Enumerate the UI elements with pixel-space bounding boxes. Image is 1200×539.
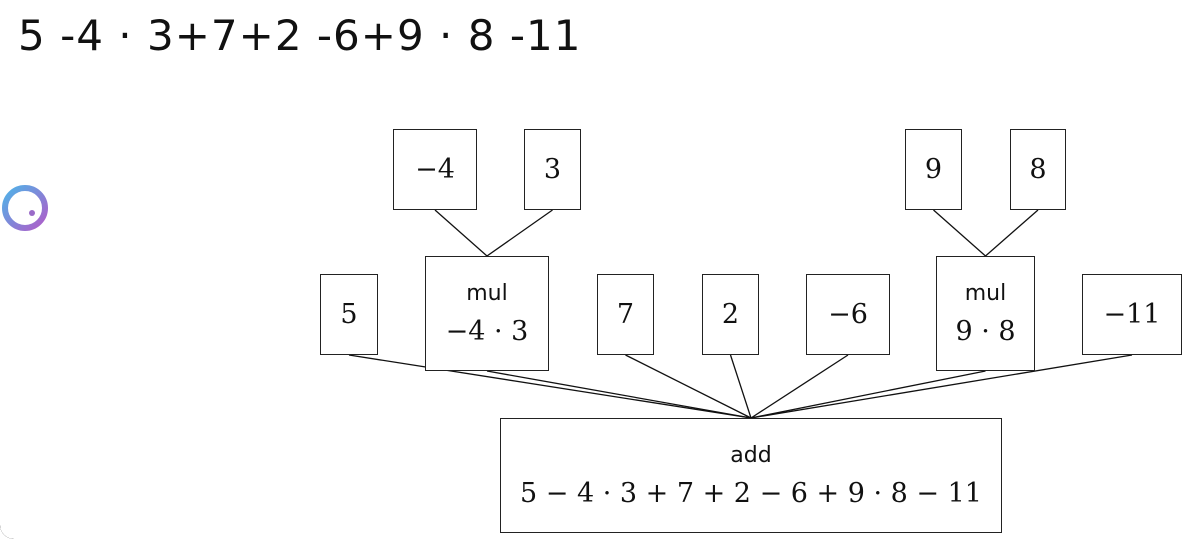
node-operator: add xyxy=(730,442,772,468)
node-value: 5 − 4 · 3 + 7 + 2 − 6 + 9 · 8 − 11 xyxy=(519,477,982,509)
node-value: −4 xyxy=(415,154,455,185)
edge-n-neg6-to-add-root xyxy=(750,354,849,419)
loading-spinner-icon xyxy=(2,185,48,231)
node-mul-2: mul 9 · 8 xyxy=(936,256,1035,371)
node-neg11: −11 xyxy=(1082,274,1182,355)
node-operator: mul xyxy=(964,280,1007,306)
node-value: 5 xyxy=(340,299,358,330)
node-2: 2 xyxy=(702,274,759,355)
edge-n-8-to-mul-2 xyxy=(985,209,1039,257)
edge-n-neg11-to-add-root xyxy=(750,354,1133,419)
edge-n-3-to-mul-1 xyxy=(486,209,553,257)
node-value: 3 xyxy=(543,154,562,185)
node-7: 7 xyxy=(597,274,654,355)
node-value: 9 · 8 xyxy=(955,315,1016,347)
edge-mul-1-to-add-root xyxy=(486,370,752,419)
edge-n-9-to-mul-2 xyxy=(933,209,986,257)
edge-n-2-to-add-root xyxy=(729,354,752,419)
node-8: 8 xyxy=(1010,129,1066,210)
node-value: 2 xyxy=(721,299,740,330)
edge-mul-2-to-add-root xyxy=(750,370,986,419)
edge-n-7-to-add-root xyxy=(625,354,752,419)
expression-title: 5 -4 · 3+7+2 -6+9 · 8 -11 xyxy=(18,11,582,60)
node-value: 7 xyxy=(616,299,635,330)
node-value: 8 xyxy=(1029,154,1047,185)
edge-n-neg4-to-mul-1 xyxy=(434,209,488,257)
node-5: 5 xyxy=(320,274,378,355)
node-value: 9 xyxy=(924,154,943,185)
node-add-root: add 5 − 4 · 3 + 7 + 2 − 6 + 9 · 8 − 11 xyxy=(500,418,1002,533)
edge-n-5-to-add-root xyxy=(348,354,752,419)
node-value: −11 xyxy=(1103,299,1161,330)
node-mul-1: mul −4 · 3 xyxy=(425,256,549,371)
node-neg6: −6 xyxy=(806,274,890,355)
node-value: −6 xyxy=(828,299,868,330)
node-3: 3 xyxy=(524,129,581,210)
node-operator: mul xyxy=(466,280,508,306)
node-9: 9 xyxy=(905,129,962,210)
node-value: −4 · 3 xyxy=(445,315,529,347)
node-neg4: −4 xyxy=(393,129,477,210)
